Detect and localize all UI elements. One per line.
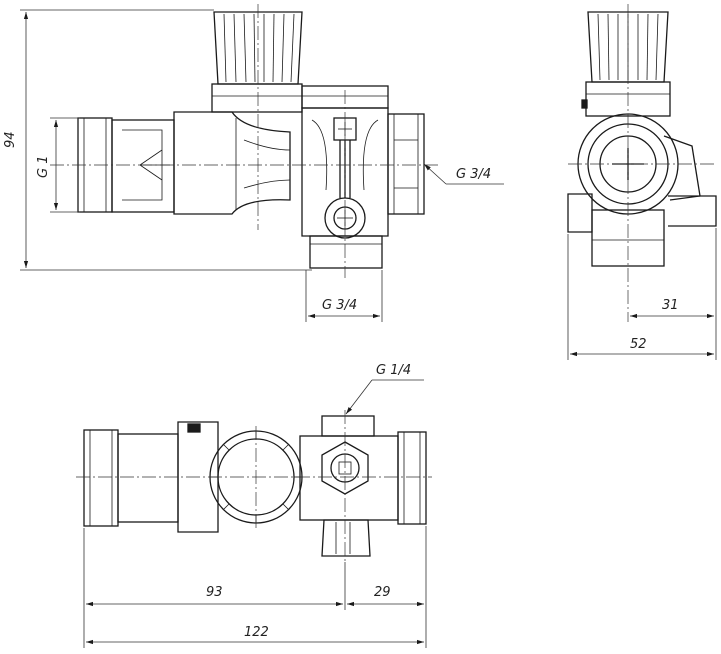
dim-31-label: 31 (662, 298, 679, 313)
dim-94-label: 94 (3, 131, 18, 148)
dimension-height: 94 (3, 9, 312, 271)
dimension-122: 122 (86, 625, 424, 645)
side-view (567, 4, 717, 322)
dimension-31: 31 (630, 228, 717, 360)
dim-g1-label: G 1 (36, 156, 51, 178)
dimension-93-29: 93 29 (83, 526, 427, 648)
dim-122-label: 122 (244, 625, 269, 640)
dim-29-label: 29 (374, 585, 391, 600)
dimension-52: 52 (567, 234, 714, 360)
dim-93-label: 93 (206, 585, 223, 600)
dimension-g14: G 1/4 (345, 363, 424, 415)
dim-g34-bottom-label: G 3/4 (322, 298, 357, 313)
dimension-g34-right: G 3/4 (423, 163, 504, 185)
top-view (76, 410, 432, 562)
side-knob-ribs (597, 13, 659, 81)
dim-g14-label: G 1/4 (376, 363, 411, 378)
dim-g34-right-label: G 3/4 (456, 167, 491, 182)
front-view (50, 4, 440, 278)
dimension-g1: G 1 (36, 117, 80, 213)
dim-52-label: 52 (630, 337, 647, 352)
dimension-g34-bottom: G 3/4 (305, 270, 383, 322)
knob-ribs (223, 13, 295, 83)
